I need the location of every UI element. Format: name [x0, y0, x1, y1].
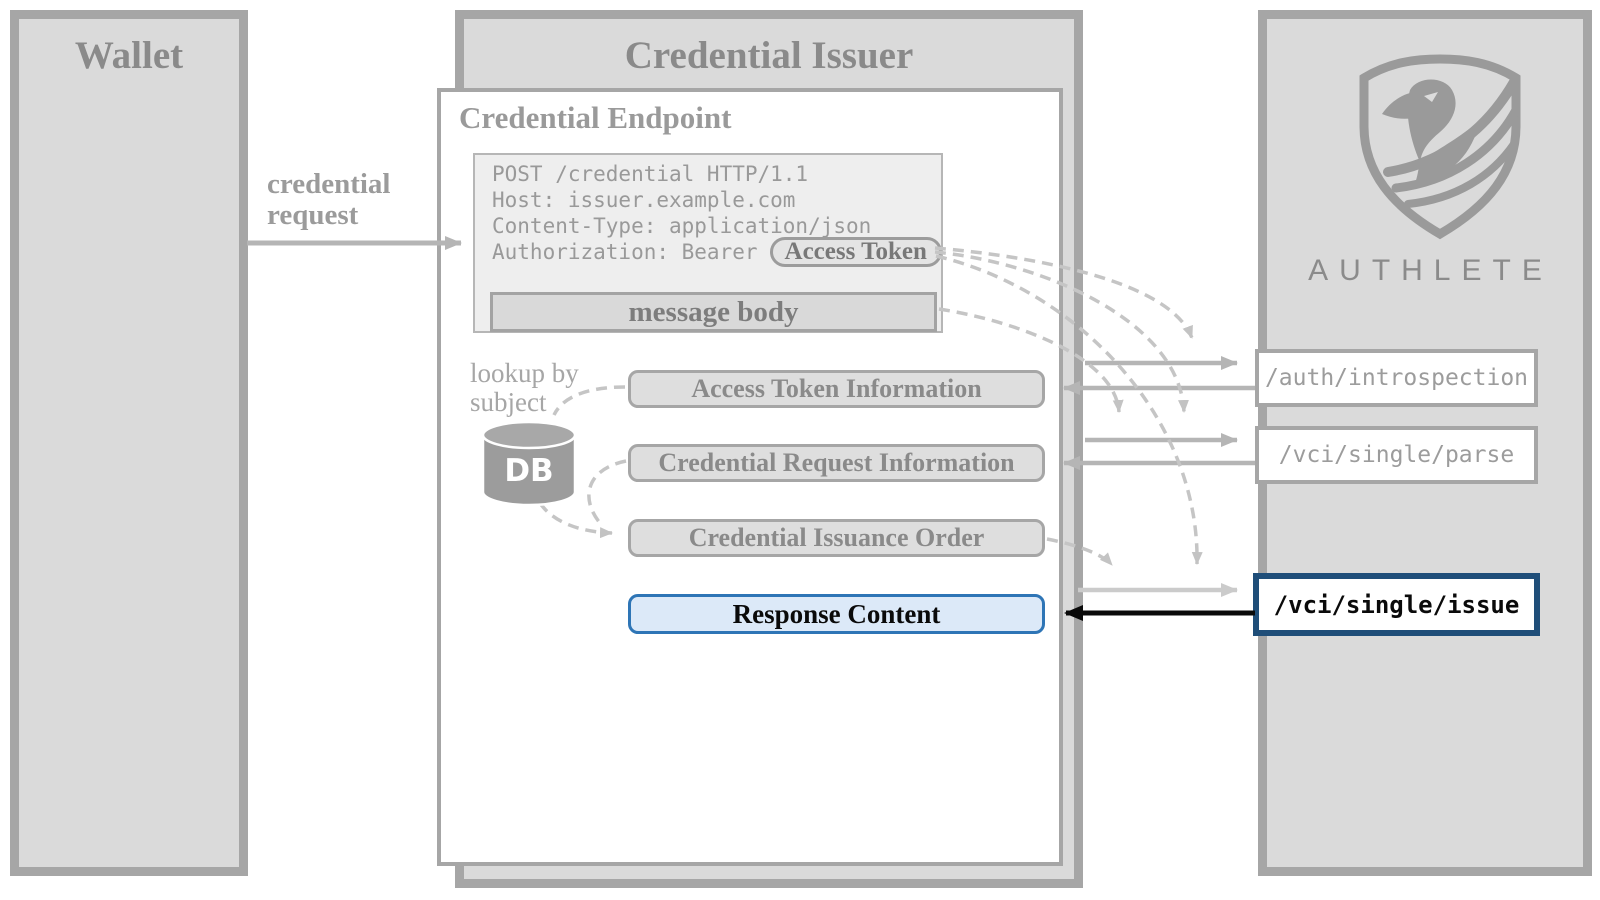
vci-single-issue-endpoint: /vci/single/issue — [1253, 573, 1540, 636]
http-request-box: POST /credential HTTP/1.1 Host: issuer.e… — [473, 153, 943, 333]
lookup-by-subject-note: lookup by subject — [470, 359, 579, 417]
authlete-logo-icon — [1359, 54, 1521, 240]
credential-request-label-line1: credential — [267, 168, 391, 200]
access-token-badge: Access Token — [769, 237, 942, 267]
message-body-box: message body — [490, 292, 937, 332]
vci-single-parse-endpoint: /vci/single/parse — [1255, 426, 1538, 484]
http-request-line: POST /credential HTTP/1.1 — [492, 162, 809, 186]
credential-request-label-line2: request — [267, 199, 359, 231]
authlete-wordmark: AUTHLETE — [1308, 254, 1553, 287]
credential-request-label: credential request — [267, 169, 391, 231]
lookup-note-line1: lookup by — [470, 358, 579, 388]
http-request-line: Authorization: Bearer Access Token — [492, 237, 942, 267]
access-token-information-node: Access Token Information — [628, 370, 1045, 408]
credential-issuance-order-node: Credential Issuance Order — [628, 519, 1045, 557]
authorization-header-prefix: Authorization: Bearer — [492, 240, 758, 264]
auth-introspection-endpoint: /auth/introspection — [1255, 349, 1538, 407]
http-request-line: Host: issuer.example.com — [492, 188, 796, 212]
lookup-note-line2: subject — [470, 387, 547, 417]
credential-endpoint-title: Credential Endpoint — [459, 100, 732, 135]
wallet-panel: Wallet — [10, 10, 248, 876]
credential-issuer-title: Credential Issuer — [624, 34, 914, 77]
http-request-line: Content-Type: application/json — [492, 214, 872, 238]
wallet-title: Wallet — [74, 34, 184, 77]
response-content-node: Response Content — [628, 594, 1045, 634]
credential-request-information-node: Credential Request Information — [628, 444, 1045, 482]
